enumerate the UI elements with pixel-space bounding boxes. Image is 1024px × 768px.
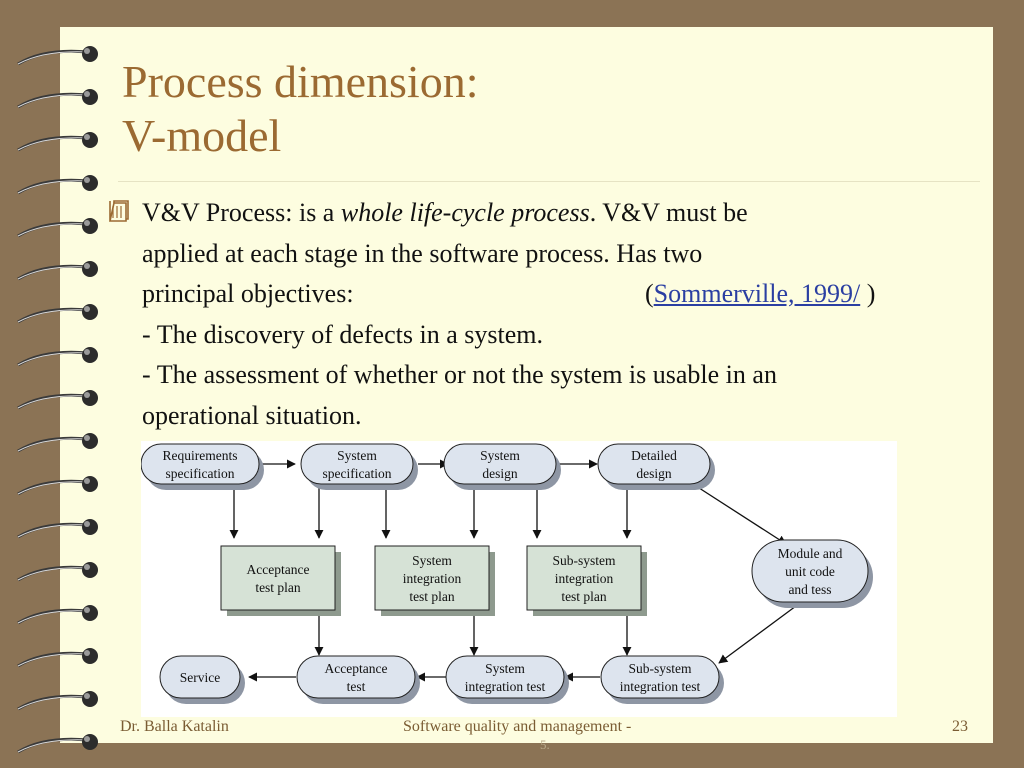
diagram-node-label: design [482,466,517,481]
diagram-node-label: Acceptance [325,661,388,676]
body-emphasis: whole life-cycle process [340,198,590,227]
footer-author: Dr. Balla Katalin [120,718,229,735]
spiral-ring-icon [14,730,104,758]
diagram-node-label: test plan [255,580,301,595]
diagram-node-label: unit code [785,564,835,579]
page-number: 23 [952,718,968,735]
diagram-node-label: Module and [778,546,843,561]
spiral-ring-icon [14,601,104,629]
spiral-ring-icon [14,386,104,414]
slide-title: Process dimension: V-model [122,55,478,163]
book-bullet-icon [109,200,129,222]
top-process-node: System specification [300,443,418,490]
test-plan-node: Sub-system integration test plan [526,545,647,616]
diagram-node-label: System [337,448,377,463]
body-line-1: V&V Process: is a whole life-cycle proce… [142,193,987,234]
spiral-ring-icon [14,128,104,156]
diagram-node-label: specification [323,466,392,481]
title-line-2: V-model [122,110,282,161]
bottom-test-node: Sub-system integration test [600,655,724,704]
spiral-ring-icon [14,644,104,672]
diagram-node-label: Service [180,670,220,685]
body-line-2: applied at each stage in the software pr… [142,238,703,268]
body-line-3: principal objectives: (Sommerville, 1999/… [142,274,987,315]
diagram-node-label: System [485,661,525,676]
spiral-ring-icon [14,515,104,543]
spiral-ring-icon [14,472,104,500]
body-text: V&V Process: is a whole life-cycle proce… [142,193,987,436]
spiral-ring-icon [14,42,104,70]
diagram-node-label: Sub-system [552,553,616,568]
diagram-node-label: System [412,553,452,568]
diagram-node-label: specification [166,466,235,481]
diagram-node-label: System [480,448,520,463]
body-line-4: - The discovery of defects in a system. [142,319,543,349]
diagram-node-label: integration [555,571,614,586]
citation-open: ( [645,279,654,308]
spiral-ring-icon [14,343,104,371]
citation: (Sommerville, 1999/ ) [645,274,875,315]
footer-course: Software quality and management - [403,718,632,735]
top-process-node: System design [443,443,561,490]
diagram-node-label: integration [403,571,462,586]
title-divider [118,181,980,182]
footer-course-cont: 5. [540,737,550,752]
spiral-ring-icon [14,429,104,457]
diagram-arrow [695,485,787,545]
body-line-1-prefix: V&V Process: is a [142,198,341,227]
diagram-node-label: Requirements [163,448,238,463]
diagram-node-label: test [347,679,366,694]
spiral-ring-icon [14,85,104,113]
bottom-test-node: System integration test [445,655,569,704]
spiral-ring-icon [14,558,104,586]
test-plan-node: Acceptance test plan [220,545,341,616]
diagram-node-label: Detailed [631,448,677,463]
spiral-ring-icon [14,300,104,328]
top-process-node: Requirements specification [140,443,264,490]
top-process-node: Detailed design [597,443,715,490]
diagram-node-label: integration test [620,679,701,694]
diagram-node-label: and tess [788,582,831,597]
test-plan-node: System integration test plan [374,545,495,616]
diagram-arrow [718,605,797,664]
citation-link[interactable]: Sommerville, 1999/ [653,279,861,308]
diagram-node-label: Sub-system [628,661,692,676]
citation-close: ) [860,279,876,308]
diagram-node-label: test plan [561,589,607,604]
bottom-test-node: Service [159,655,245,704]
diagram-node-label: design [636,466,671,481]
module-unit-code-node: Module and unit code and tess [751,539,873,608]
bottom-test-node: Acceptance test [296,655,420,704]
spiral-ring-icon [14,171,104,199]
diagram-node-label: Acceptance [247,562,310,577]
body-line-1-suffix: . V&V must be [589,198,748,227]
spiral-ring-icon [14,214,104,242]
title-line-1: Process dimension: [122,56,479,107]
spiral-ring-icon [14,257,104,285]
body-line-3-text: principal objectives: [142,279,354,308]
spiral-ring-icon [14,687,104,715]
diagram-node-label: test plan [409,589,455,604]
body-line-5: - The assessment of whether or not the s… [142,360,777,389]
body-line-6: operational situation. [142,400,362,430]
diagram-node-label: integration test [465,679,546,694]
